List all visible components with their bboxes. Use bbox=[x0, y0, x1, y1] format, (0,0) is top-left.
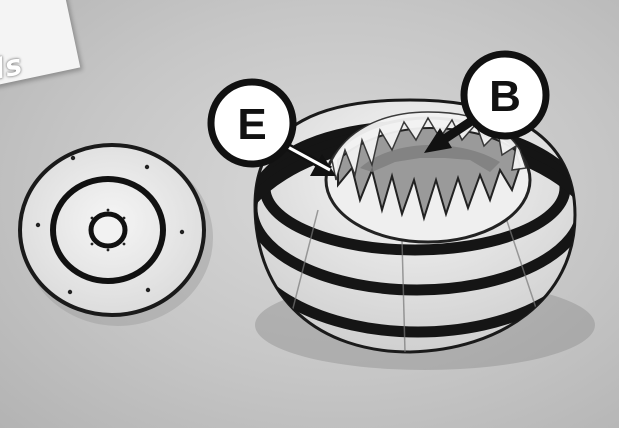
flat-disc bbox=[20, 145, 204, 315]
callout-e-label: E bbox=[237, 100, 266, 149]
callout-b-label: B bbox=[489, 72, 521, 121]
